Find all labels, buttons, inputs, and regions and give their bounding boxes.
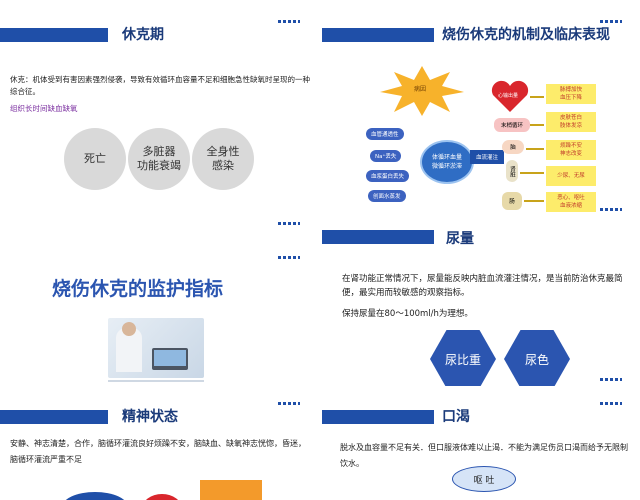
decor-dots: [278, 222, 300, 225]
definition-text: 休克：机体受到有害因素强烈侵袭，导致有效循环血容量不足和细胞急性缺氧时呈现的一种…: [10, 75, 310, 96]
medical-photo: [108, 318, 204, 378]
header-bar: [0, 28, 108, 42]
symptom-box: 皮肤苍白 肢体发凉: [546, 112, 596, 132]
slide-urine[interactable]: 尿量 在肾功能正常情况下，尿量能反映内脏血流灌注情况，是当前防治休克最简便，最实…: [322, 228, 640, 398]
slide-title: 烧伤休克的机制及临床表现: [442, 27, 610, 43]
vomit-bubble: 呕 吐: [452, 466, 516, 492]
slide-shock-period[interactable]: 休克期 休克：机体受到有害因素强烈侵袭，导致有效循环血容量不足和细胞急性缺氧时呈…: [0, 0, 318, 246]
symptom-box: 脉搏加快 血压下降: [546, 84, 596, 104]
decor-dots: [278, 20, 300, 23]
shape-orange: [200, 480, 262, 500]
cause-na-loss: Na⁺丢失: [370, 150, 402, 162]
slide-title: 休克期: [122, 27, 164, 43]
organ-brain: 脑: [502, 140, 524, 154]
symptom-box: 烦躁不安 神志改变: [546, 140, 596, 160]
cause-evaporation: 创面水蒸发: [368, 190, 406, 202]
thirst-body: 脱水及血容量不足有关．但口服液体难以止渴．不能为满足伤员口渴而给予无限制饮水。: [340, 443, 628, 468]
slide-title: 尿量: [446, 231, 474, 247]
slide-mechanism[interactable]: 烧伤休克的机制及临床表现 病因 血管通透性 Na⁺丢失 血浆蛋白丢失 创面水蒸发…: [322, 0, 640, 246]
arrow: [530, 96, 544, 98]
decor-dots: [278, 256, 300, 259]
urine-body: 在肾功能正常情况下，尿量能反映内脏血流灌注情况，是当前防治休克最简便，最实用而较…: [342, 274, 623, 298]
star-label: 病因: [414, 86, 427, 93]
slide-thirst[interactable]: 口渴 脱水及血容量不足有关．但口服液体难以止渴．不能为满足伤员口渴而给予无限制饮…: [322, 386, 640, 500]
decor-dots: [600, 20, 622, 23]
symptom-box: 少尿、无尿: [546, 166, 596, 186]
heart-icon: [491, 80, 529, 112]
arrow: [520, 172, 544, 174]
circle-organ-failure: 多脏器 功能衰竭: [128, 128, 190, 190]
header-bar: [322, 410, 434, 424]
center-node: 体循环血量 微循环淤滞: [420, 140, 474, 184]
cause-protein-loss: 血浆蛋白丢失: [366, 170, 410, 182]
organ-kidney: 肾脏: [506, 160, 518, 182]
shape-blue: [62, 492, 128, 500]
hex-urine-gravity: 尿比重: [430, 330, 496, 388]
slide-title: 口渴: [442, 409, 470, 425]
slide-mental[interactable]: 精神状态 安静、神志清楚，合作，脑循环灌流良好烦躁不安，脑缺血、缺氧神志恍惚，昏…: [0, 386, 318, 500]
highlight-text: 组织长时间缺血缺氧: [10, 104, 78, 113]
heart-label: 心输出量: [498, 93, 519, 99]
decor-dots: [600, 378, 622, 381]
decor-dots: [600, 402, 622, 405]
decor-dots: [278, 402, 300, 405]
urine-target: 保持尿量在80～100ml/h为理想。: [342, 309, 473, 319]
mental-body: 安静、神志清楚，合作，脑循环灌流良好烦躁不安，脑缺血、缺氧神志恍惚，昏迷，脑循环…: [10, 439, 306, 464]
decor-dots: [600, 208, 622, 211]
header-bar: [322, 230, 434, 244]
circle-infection: 全身性 感染: [192, 128, 254, 190]
perfusion-node: 血流灌注: [470, 150, 504, 164]
organ-peripheral: 末梢循环: [494, 118, 530, 132]
hex-urine-color: 尿色: [504, 330, 570, 388]
organ-intestine: 肠: [502, 192, 522, 210]
arrow: [524, 200, 544, 202]
photo-caption: [108, 380, 204, 382]
cause-star: [380, 66, 464, 116]
monitoring-title: 烧伤休克的监护指标: [52, 278, 224, 300]
header-bar: [0, 410, 108, 424]
header-bar: [322, 28, 434, 42]
symptom-box: 恶心、呕吐 血液浓缩: [546, 192, 596, 212]
circle-death: 死亡: [64, 128, 126, 190]
shape-red: [142, 494, 182, 500]
cause-permeability: 血管通透性: [366, 128, 404, 140]
arrow: [530, 124, 544, 126]
arrow: [526, 148, 544, 150]
slide-title: 精神状态: [122, 409, 178, 425]
